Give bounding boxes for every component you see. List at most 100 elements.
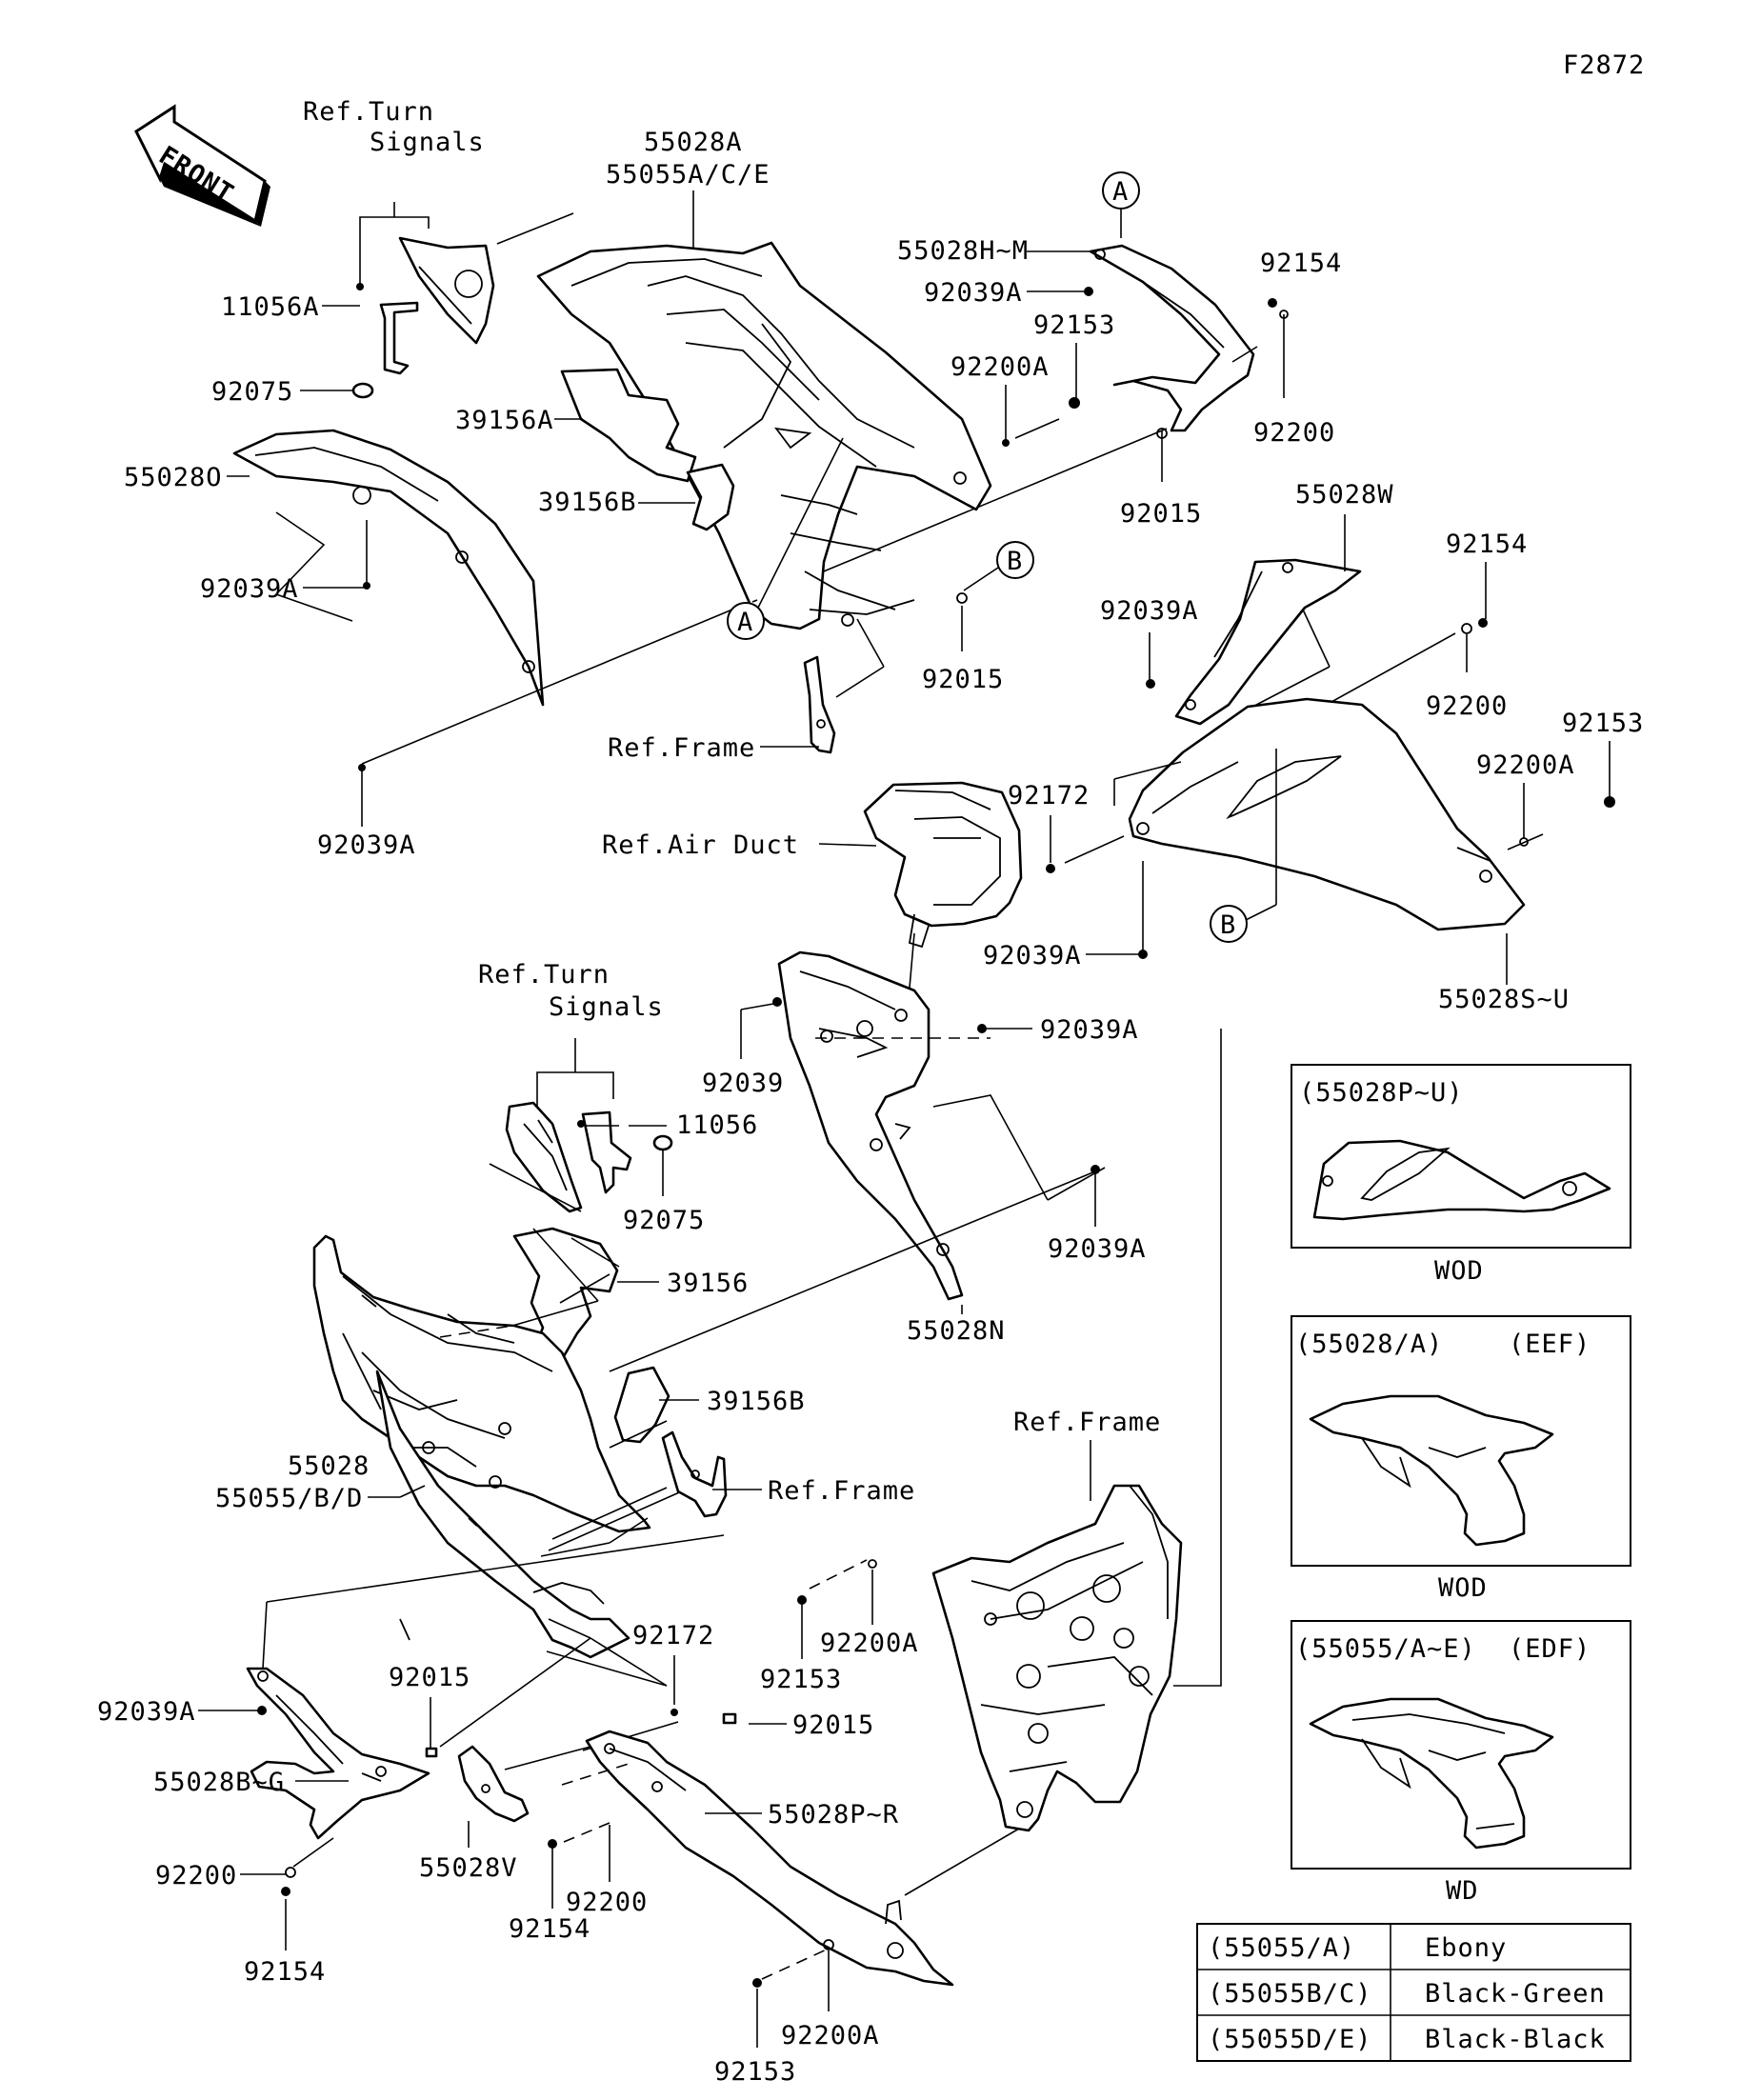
part-label: 92200A [781, 2021, 880, 2050]
part-label: 11056 [676, 1110, 758, 1140]
reference-circle-a-label: A [737, 608, 753, 637]
part-label: 92200 [155, 1861, 237, 1890]
part-label: 55055/B/D [215, 1484, 363, 1513]
color-table-color: Black-Black [1425, 2025, 1606, 2054]
part-label: 92154 [1446, 530, 1528, 559]
turn-signal-lamp-mid [505, 1101, 632, 1213]
part-label: 92200 [1426, 691, 1508, 721]
side-cowl-55028 [312, 1234, 651, 1659]
ref-frame-label: Ref.Frame [608, 733, 755, 763]
part-label: 92154 [244, 1957, 326, 1987]
frame-bracket-mid [661, 1430, 728, 1518]
frame-main [931, 1484, 1183, 1832]
part-label: 39156B [707, 1387, 806, 1416]
turn-signal-bracket [379, 236, 495, 375]
frame-bracket-top [803, 655, 836, 754]
part-label: 55028P~R [768, 1800, 899, 1830]
part-label: 92039A [983, 941, 1082, 970]
part-label: 11056A [221, 292, 320, 322]
part-label: 55055A/C/E [606, 160, 770, 190]
reference-circle-b [996, 541, 1034, 579]
inner-panel-55028W [1174, 558, 1362, 726]
inset-caption: WOD [1438, 1573, 1488, 1603]
part-label: 92153 [1033, 310, 1115, 340]
heat-pad-39156A [560, 368, 697, 483]
ref-frame-label: Ref.Frame [1013, 1408, 1161, 1437]
part-label: 92172 [632, 1621, 714, 1650]
inner-cowl-55028N [777, 950, 964, 1301]
part-label: 55028W [1295, 480, 1394, 510]
part-label: 55028 [288, 1451, 370, 1481]
part-label: 92200 [566, 1888, 648, 1917]
part-label: 92154 [1260, 249, 1342, 278]
part-label: 92200A [951, 352, 1050, 382]
part-label: 92039A [924, 278, 1023, 308]
inset-55028A: (55028/A) (EEF) WOD [1291, 1315, 1631, 1603]
inset-55055AE: (55055/A~E) (EDF) WD [1291, 1620, 1631, 1906]
reference-circle-b-label: B [1220, 910, 1236, 940]
color-table-color: Ebony [1425, 1933, 1507, 1963]
heat-pad-39156B-top [686, 463, 735, 531]
reference-circle-a-label: A [1112, 177, 1129, 207]
inset-variant: (EEF) [1509, 1330, 1591, 1359]
part-label: 39156 [667, 1269, 749, 1298]
part-label: 92200 [1253, 418, 1335, 448]
heat-pad-39156 [512, 1227, 619, 1358]
inset-variant: (EDF) [1509, 1634, 1591, 1664]
ref-frame-label: Ref.Frame [768, 1476, 915, 1506]
diagram-id: F2872 [1563, 50, 1645, 80]
part-label: 55028S~U [1438, 985, 1570, 1014]
part-label: 39156A [455, 406, 554, 435]
color-table-color: Black-Green [1425, 1979, 1606, 2009]
color-table-code: (55055B/C) [1208, 1979, 1372, 2009]
upper-cowl-55028A [536, 241, 992, 630]
part-label: 92039A [200, 574, 299, 604]
part-label: 55028V [419, 1853, 518, 1883]
part-label: 92039A [97, 1697, 196, 1727]
air-duct [863, 781, 1023, 949]
part-label: 92015 [922, 665, 1004, 694]
lower-panel-55028PR [585, 1730, 954, 1987]
part-label: 92015 [792, 1710, 874, 1740]
part-label: 55028H~M [897, 236, 1029, 266]
ref-turn-signals-label: Ref.Turn [478, 960, 610, 990]
part-label: 92153 [714, 2057, 796, 2087]
ref-turn-signals-label: Signals [370, 128, 485, 157]
inset-caption: WD [1446, 1876, 1479, 1906]
small-cover-55028V [457, 1745, 530, 1823]
lower-panel-55028BG [246, 1667, 430, 1840]
inset-caption: WOD [1434, 1256, 1484, 1286]
reference-circle-b-label: B [1007, 547, 1023, 576]
reference-circle-b [1210, 905, 1248, 943]
heat-pad-39156B-mid [613, 1366, 670, 1444]
part-label: 55028A [644, 128, 743, 157]
part-label: 92039A [1040, 1015, 1139, 1045]
part-label: 55028B~G [153, 1768, 285, 1797]
part-label: 92154 [509, 1914, 590, 1944]
part-label: 92039A [1100, 596, 1199, 626]
inset-title: (55028/A) [1295, 1330, 1443, 1359]
lower-side-cowl-55028SU [1128, 697, 1526, 931]
part-label: 92075 [211, 377, 293, 407]
inner-cowl-55028O [232, 429, 545, 707]
inset-55028PU: (55028P~U) WOD [1291, 1064, 1631, 1286]
part-label: 92015 [389, 1663, 470, 1692]
inset-title: (55055/A~E) [1295, 1634, 1476, 1664]
reference-circle-a [727, 602, 765, 640]
inset-title: (55028P~U) [1299, 1078, 1464, 1108]
color-table: (55055/A) Ebony (55055B/C) Black-Green (… [1196, 1923, 1631, 2062]
part-label: 92200A [1476, 750, 1575, 780]
front-arrow-icon: FRONT [134, 104, 270, 227]
part-label: 39156B [538, 488, 637, 517]
part-label: 92075 [623, 1206, 705, 1235]
ref-turn-signals-label: Ref.Turn [303, 97, 434, 127]
part-label: 55028O [124, 463, 223, 492]
part-label: 92153 [760, 1665, 842, 1694]
part-label: 92039A [1048, 1234, 1147, 1264]
ref-air-duct-label: Ref.Air Duct [602, 830, 799, 860]
color-table-code: (55055/A) [1208, 1933, 1355, 1963]
side-panel-55028HM [1089, 244, 1255, 432]
color-table-code: (55055D/E) [1208, 2025, 1372, 2054]
part-label: 92039A [317, 830, 416, 860]
